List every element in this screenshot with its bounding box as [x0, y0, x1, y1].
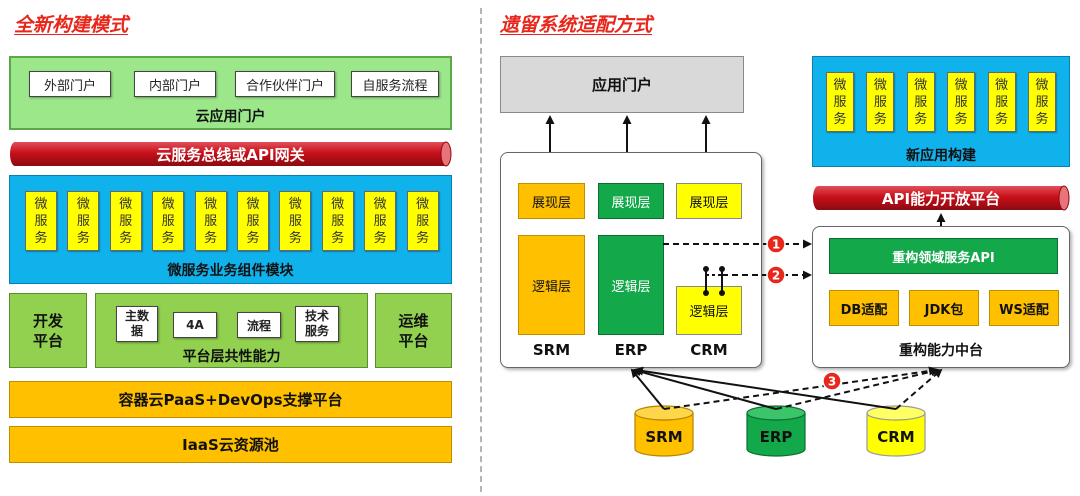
left-microservice-3: 微 服 务: [109, 191, 142, 251]
new-app-microservice-2: 微 服 务: [866, 72, 895, 132]
service-bus-pipe: 云服务总线或API网关: [9, 141, 452, 167]
platform-common-panel: 主数 据 4A 流程 技术 服务 平台层共性能力: [95, 293, 368, 368]
left-microservice-7: 微 服 务: [279, 191, 312, 251]
refactor-middle-platform-panel: 重构领域服务API DB适配 JDK包 WS适配 重构能力中台: [812, 226, 1070, 368]
crm-database: CRM: [866, 405, 926, 457]
microservice-row: 微 服 务微 服 务微 服 务微 服 务微 服 务微 服 务微 服 务微 服 务…: [25, 191, 440, 251]
erp-system-label: ERP: [614, 341, 648, 359]
refactor-domain-api-box: 重构领域服务API: [829, 238, 1058, 274]
db-erp-to-legacy: [632, 367, 777, 410]
marker-2-circle: [766, 265, 786, 285]
cloud-portal-label: 云应用门户: [195, 109, 266, 125]
left-heading: 全新构建模式: [14, 14, 129, 36]
srm-database-label: SRM: [645, 428, 683, 446]
srm-system-label: SRM: [532, 341, 571, 359]
platform-item-process[interactable]: 流程: [237, 312, 281, 338]
new-app-microservice-6: 微 服 务: [1028, 72, 1056, 132]
marker-1-text: 1: [772, 238, 780, 252]
dashed-db-crm-to-middle: [895, 368, 943, 410]
erp-database-label: ERP: [759, 428, 793, 446]
erp-logic-layer: 逻辑层: [598, 235, 664, 335]
db-srm-to-legacy: [630, 368, 665, 410]
cloud-portal-panel: 外部门户 内部门户 合作伙伴门户 自服务流程 云应用门户: [9, 56, 452, 130]
left-microservice-5: 微 服 务: [194, 191, 227, 251]
crm-presentation-layer: 展现层: [676, 183, 742, 219]
crm-database-label: CRM: [877, 428, 915, 446]
srm-presentation-layer: 展现层: [518, 183, 585, 219]
db-crm-to-legacy: [634, 366, 897, 410]
dev-platform-box: 开发 平台: [9, 293, 87, 368]
new-app-microservice-5: 微 服 务: [987, 72, 1016, 132]
crm-system-label: CRM: [690, 341, 728, 359]
crm-logic-layer: 逻辑层: [676, 286, 742, 335]
left-microservice-1: 微 服 务: [25, 191, 57, 251]
marker-3-text: 3: [828, 375, 836, 389]
middle-platform-label: 重构能力中台: [899, 343, 983, 359]
microservice-module-panel: 微 服 务微 服 务微 服 务微 服 务微 服 务微 服 务微 服 务微 服 务…: [9, 175, 452, 284]
new-app-panel: 微 服 务微 服 务微 服 务微 服 务微 服 务微 服 务 新应用构建: [812, 56, 1070, 167]
left-microservice-10: 微 服 务: [406, 191, 439, 251]
new-app-label: 新应用构建: [906, 148, 976, 164]
left-microservice-9: 微 服 务: [364, 191, 397, 251]
service-bus-label: 云服务总线或API网关: [156, 145, 305, 164]
dashed-db-srm-to-middle: [663, 366, 938, 410]
platform-item-tech-service[interactable]: 技术 服务: [295, 306, 339, 342]
dashed-db-erp-to-middle: [775, 367, 940, 410]
db-adapter-box: DB适配: [829, 290, 899, 326]
ws-adapter-box: WS适配: [989, 290, 1059, 326]
api-platform-label: API能力开放平台: [881, 189, 1001, 208]
api-platform-pipe: API能力开放平台: [812, 185, 1070, 211]
ops-platform-box: 运维 平台: [375, 293, 452, 368]
new-app-microservice-1: 微 服 务: [826, 72, 854, 132]
left-microservice-4: 微 服 务: [152, 191, 185, 251]
microservice-module-label: 微服务业务组件模块: [167, 263, 294, 279]
section-divider: [480, 8, 482, 492]
new-app-microservice-row: 微 服 务微 服 务微 服 务微 服 务微 服 务微 服 务: [826, 72, 1056, 132]
legacy-systems-panel: 展现层 展现层 展现层 逻辑层 逻辑层 逻辑层 SRM ERP CRM: [500, 152, 762, 368]
portal-item-external[interactable]: 外部门户: [29, 71, 111, 97]
jdk-package-box: JDK包: [909, 290, 979, 326]
left-microservice-6: 微 服 务: [237, 191, 269, 251]
left-microservice-2: 微 服 务: [67, 191, 100, 251]
paas-platform-box: 容器云PaaS+DevOps支撑平台: [9, 381, 452, 418]
srm-database: SRM: [634, 405, 694, 457]
marker-2-text: 2: [772, 269, 780, 283]
iaas-pool-box: IaaS云资源池: [9, 426, 452, 463]
srm-logic-layer: 逻辑层: [518, 235, 585, 335]
portal-item-internal[interactable]: 内部门户: [134, 71, 216, 97]
platform-item-4a[interactable]: 4A: [173, 312, 217, 338]
erp-presentation-layer: 展现层: [598, 183, 664, 219]
platform-common-label: 平台层共性能力: [182, 349, 281, 365]
app-portal-box: 应用门户: [500, 56, 744, 113]
new-app-microservice-3: 微 服 务: [906, 72, 935, 132]
erp-database: ERP: [746, 405, 806, 457]
right-heading: 遗留系统适配方式: [500, 14, 653, 36]
portal-item-self-service[interactable]: 自服务流程: [351, 71, 439, 97]
marker-1-circle: [766, 234, 786, 254]
portal-item-partner[interactable]: 合作伙伴门户: [235, 71, 335, 97]
platform-item-master-data[interactable]: 主数 据: [116, 306, 158, 342]
marker-3-circle: [822, 371, 842, 391]
new-app-microservice-4: 微 服 务: [947, 72, 976, 132]
left-microservice-8: 微 服 务: [321, 191, 354, 251]
